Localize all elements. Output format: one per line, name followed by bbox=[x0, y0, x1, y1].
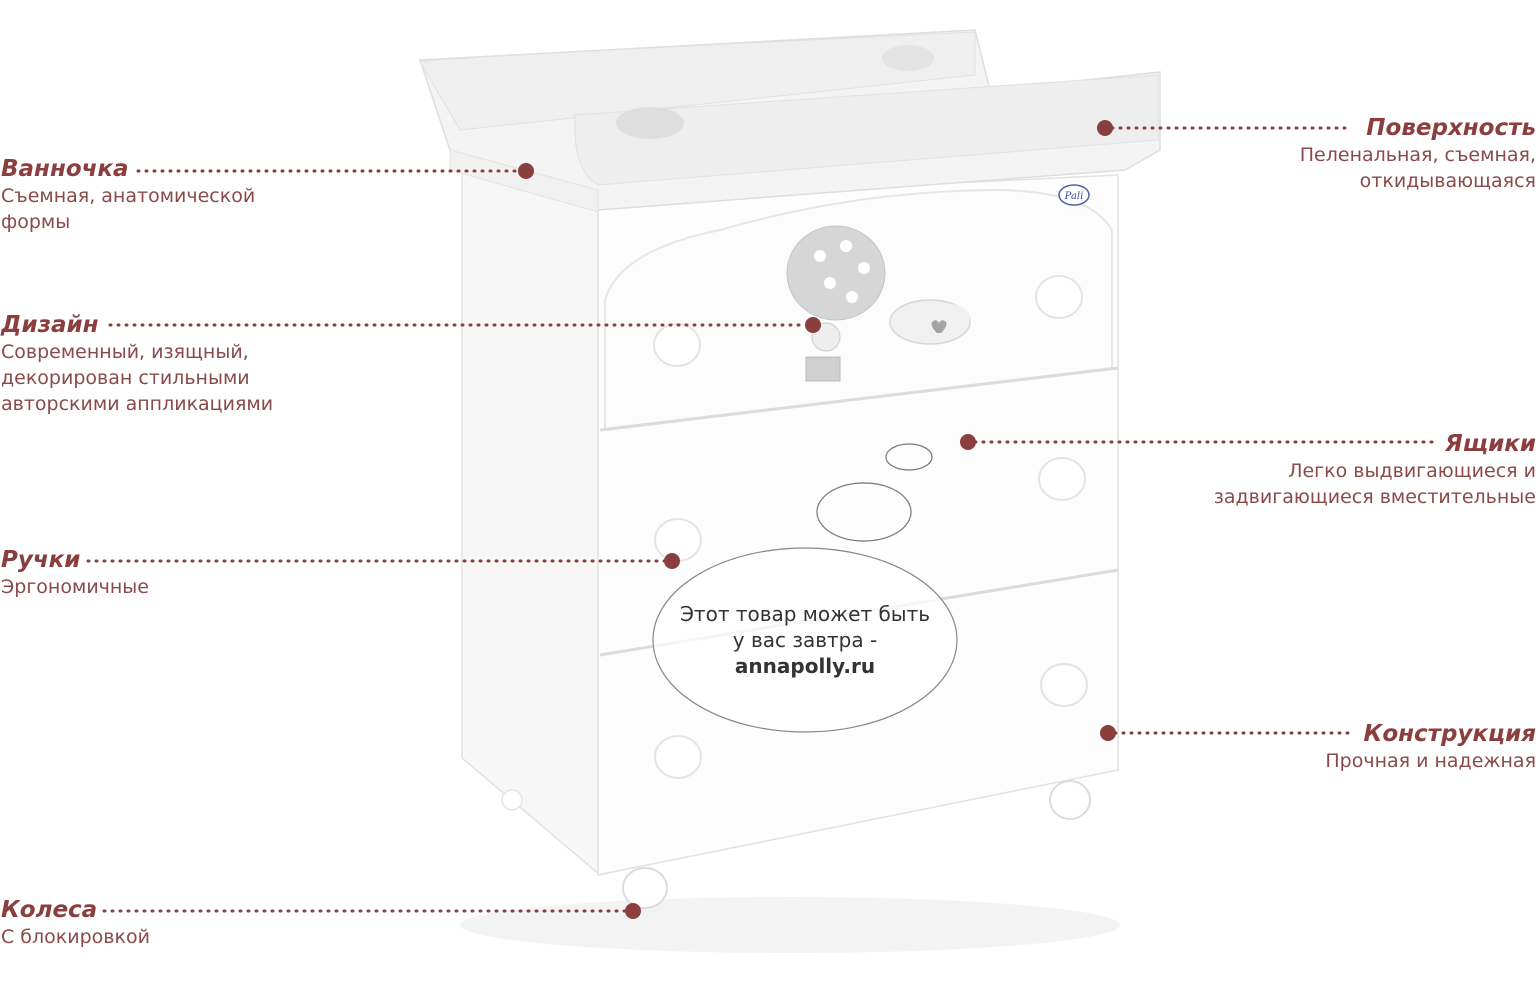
balloon-dot bbox=[846, 291, 858, 303]
balloon-dot bbox=[814, 250, 826, 262]
promo-ellipse bbox=[652, 547, 958, 733]
callout-surface: Поверхность Пеленальная, съемная, откиды… bbox=[1300, 114, 1536, 194]
callout-desc-line: С блокировкой bbox=[1, 926, 150, 948]
callout-desc-line: декорирован стильными bbox=[1, 367, 250, 389]
callout-desc-line: формы bbox=[1, 211, 71, 233]
drawer-knob bbox=[1038, 457, 1086, 501]
callout-construction: Конструкция Прочная и надежная bbox=[1325, 720, 1536, 774]
decor-ellipse-medium bbox=[816, 482, 912, 542]
callout-desc-line: Съемная, анатомической bbox=[1, 185, 256, 207]
balloon-applique bbox=[786, 225, 886, 321]
callout-title: Колеса bbox=[1, 897, 98, 923]
callout-desc-line: Легко выдвигающиеся и bbox=[1288, 460, 1536, 482]
drawer-knob bbox=[1040, 663, 1088, 707]
callout-title: Ванночка bbox=[1, 156, 129, 182]
callout-desc-line: Современный, изящный, bbox=[1, 341, 249, 363]
floor-shadow bbox=[460, 897, 1120, 953]
callout-desc-line: задвигающиеся вместительные bbox=[1213, 486, 1536, 508]
tray-back-rail bbox=[419, 31, 976, 131]
balloon-dot bbox=[824, 277, 836, 289]
balloon-basket bbox=[805, 356, 841, 382]
callout-dot-design bbox=[805, 317, 821, 333]
callout-dot-bath bbox=[518, 163, 534, 179]
heart-icon bbox=[931, 320, 947, 333]
callout-desc-line: откидывающаяся bbox=[1359, 170, 1536, 192]
callout-design: Дизайн Современный, изящный, декорирован… bbox=[1, 311, 273, 417]
callout-bath: Ванночка Съемная, анатомической формы bbox=[1, 155, 255, 235]
wheel bbox=[1049, 780, 1091, 820]
tray-base bbox=[449, 149, 599, 213]
callout-desc-line: Прочная и надежная bbox=[1325, 750, 1536, 772]
callout-title: Ручки bbox=[1, 547, 81, 573]
callout-desc-line: Эргономичные bbox=[1, 576, 150, 598]
callout-desc-line: Пеленальная, съемная, bbox=[1299, 144, 1536, 166]
tray-cloud-1 bbox=[616, 107, 684, 139]
callout-dot-construction bbox=[1100, 725, 1116, 741]
callout-desc-line: авторскими аппликациями bbox=[1, 393, 274, 415]
callout-title: Поверхность bbox=[1366, 115, 1536, 141]
balloon-dot bbox=[840, 240, 852, 252]
callout-wheels: Колеса С блокировкой bbox=[1, 896, 150, 950]
wheel bbox=[501, 789, 523, 811]
drawer-knob bbox=[654, 735, 702, 779]
cabinet-side-panel bbox=[461, 169, 601, 877]
callout-title: Конструкция bbox=[1363, 721, 1536, 747]
callout-dot-wheels bbox=[625, 903, 641, 919]
callout-title: Дизайн bbox=[1, 312, 99, 338]
decor-ellipse-small bbox=[885, 443, 933, 471]
balloon-dot bbox=[858, 262, 870, 274]
callout-dot-surface bbox=[1097, 120, 1113, 136]
callout-title: Ящики bbox=[1445, 431, 1536, 457]
drawer-line-1 bbox=[599, 366, 1119, 432]
callout-dot-drawers bbox=[960, 434, 976, 450]
drawer-knob bbox=[654, 518, 702, 562]
brand-logo: Pali bbox=[1064, 191, 1084, 202]
tray-front-rail bbox=[574, 74, 1159, 186]
tray-cloud-2 bbox=[882, 45, 934, 71]
callout-handles: Ручки Эргономичные bbox=[1, 546, 149, 600]
callout-dot-handles bbox=[664, 553, 680, 569]
drawer-knob bbox=[653, 323, 701, 367]
brand-badge bbox=[1058, 184, 1090, 206]
wheel bbox=[622, 867, 668, 909]
callout-drawers: Ящики Легко выдвигающиеся и задвигающиес… bbox=[1214, 430, 1536, 510]
drawer-knob bbox=[1035, 275, 1083, 319]
